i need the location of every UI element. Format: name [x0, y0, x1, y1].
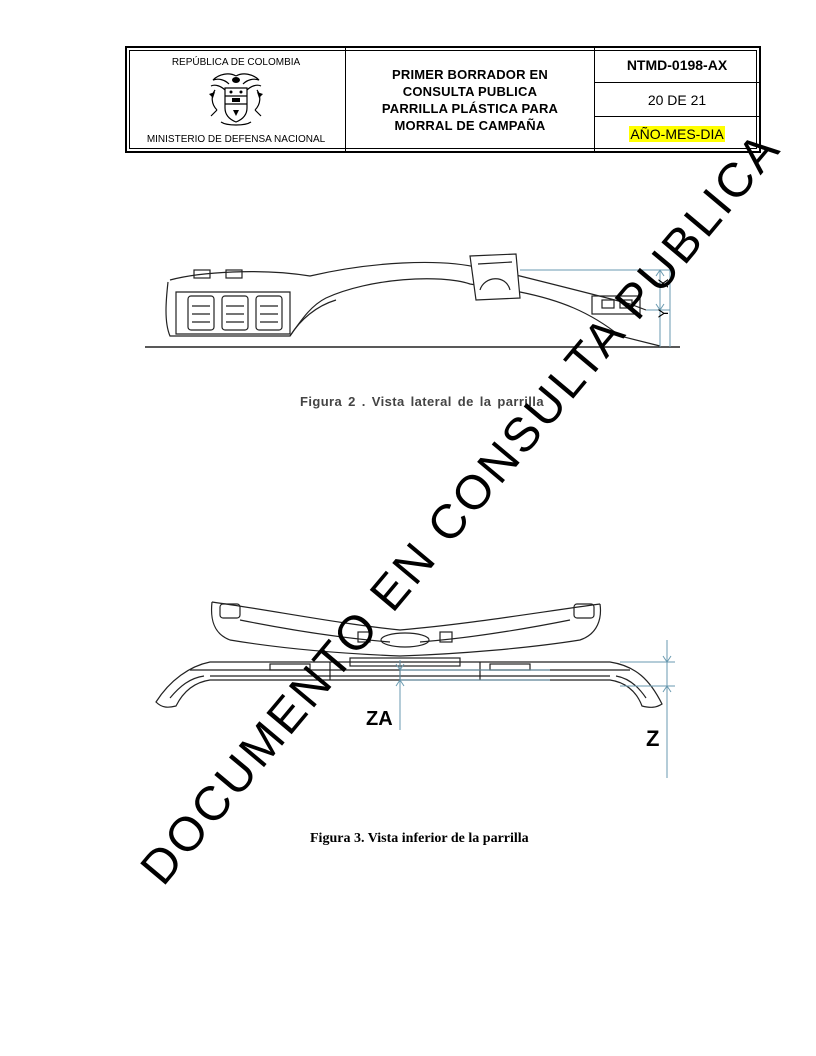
document-code: NTMD-0198-AX: [626, 56, 728, 73]
date-cell: AÑO-MES-DIA: [595, 116, 759, 151]
title-line: MORRAL DE CAMPAÑA: [394, 117, 546, 133]
figure-3-caption: Figura 3. Vista inferior de la parrilla: [310, 831, 529, 846]
title-line: PRIMER BORRADOR EN: [391, 66, 548, 82]
figure-2-side-view: X Y: [145, 253, 680, 348]
document-title: PRIMER BORRADOR EN CONSULTA PUBLICA PARR…: [382, 66, 558, 134]
header-title-cell: PRIMER BORRADOR EN CONSULTA PUBLICA PARR…: [346, 48, 595, 151]
dimension-x-label: X: [655, 278, 671, 288]
coat-of-arms-icon: [209, 73, 263, 126]
figure-3-bottom-view: [155, 601, 675, 778]
title-line: PARRILLA PLÁSTICA PARA: [381, 100, 559, 116]
ministry-name: MINISTERIO DE DEFENSA NACIONAL: [146, 134, 326, 145]
page-cell: 20 DE 21: [595, 81, 759, 117]
code-cell: NTMD-0198-AX: [595, 48, 759, 82]
header-left-cell: REPÚBLICA DE COLOMBIA M: [127, 48, 346, 151]
page-number: 20 DE 21: [647, 91, 707, 108]
title-line: CONSULTA PUBLICA: [402, 83, 538, 99]
country-name: REPÚBLICA DE COLOMBIA: [171, 57, 301, 68]
document-date: AÑO-MES-DIA: [629, 126, 725, 143]
dimension-za-label: ZA: [366, 708, 393, 730]
header-right-cell: NTMD-0198-AX 20 DE 21 AÑO-MES-DIA: [595, 48, 759, 151]
dimension-z-label: Z: [646, 726, 660, 751]
document-header: REPÚBLICA DE COLOMBIA M: [125, 46, 761, 153]
figure-2-caption: Figura 2 . Vista lateral de la parrilla: [300, 394, 544, 409]
dimension-y-label: Y: [655, 308, 671, 318]
